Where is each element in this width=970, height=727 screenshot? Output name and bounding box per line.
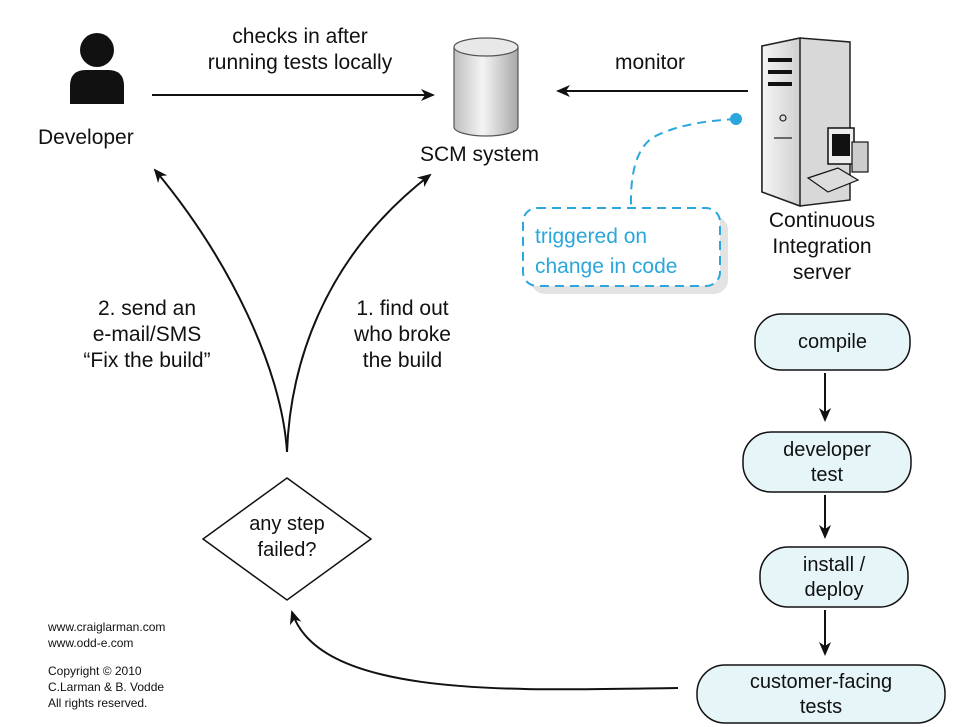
step-developer-test-line1: developer [783,439,871,461]
step-customer-tests-box [696,664,946,724]
ci-label-line1: Continuous [768,209,876,232]
developer-label: Developer [38,126,134,149]
find-out-label-line3: the build [362,349,443,372]
checkin-label-line2: running tests locally [207,51,393,74]
step-install-deploy-box [759,546,909,608]
step-developer-test-box [742,431,912,493]
server-icon [761,37,851,208]
step-customer-line2: tests [799,696,843,718]
decision-line2: failed? [257,539,317,561]
step-compile-label: compile [798,331,867,353]
step-compile-box [754,313,911,371]
find-out-arrow [286,173,432,453]
step-install-line1: install / [802,554,866,576]
footer-copyright3: All rights reserved. [48,696,148,710]
send-label-line1: 2. send an [97,297,197,320]
step-developer-test-line2: test [810,464,844,486]
monitor-label: monitor [614,51,686,74]
trigger-connector [629,113,742,206]
decision-line1: any step [249,513,325,535]
decision-diamond [201,477,373,601]
callout-text-line1: triggered on [535,225,648,248]
database-icon [453,37,519,137]
checkin-label-line1: checks in after [232,25,368,48]
scm-label: SCM system [420,143,540,166]
find-out-label-line1: 1. find out [356,297,449,320]
find-out-label-line2: who broke [354,323,451,346]
send-email-arrow [153,168,288,453]
step-install-line2: deploy [804,579,864,601]
footer-copyright1: Copyright © 2010 [48,664,142,678]
footer-site2: www.odd-e.com [48,636,134,650]
send-label-line3: “Fix the build” [83,349,211,372]
step-customer-line1: customer-facing [749,671,893,693]
workstation-icon [806,127,869,193]
developer-icon [70,33,124,104]
tests-to-decision-arrow [289,610,679,691]
send-label-line2: e-mail/SMS [92,323,202,346]
ci-label-line2: Integration [772,235,872,258]
footer-copyright2: C.Larman & B. Vodde [48,680,165,694]
trigger-callout [522,207,721,287]
ci-label-line3: server [792,261,852,284]
callout-text-line2: change in code [535,255,678,278]
footer-site1: www.craiglarman.com [48,620,166,634]
